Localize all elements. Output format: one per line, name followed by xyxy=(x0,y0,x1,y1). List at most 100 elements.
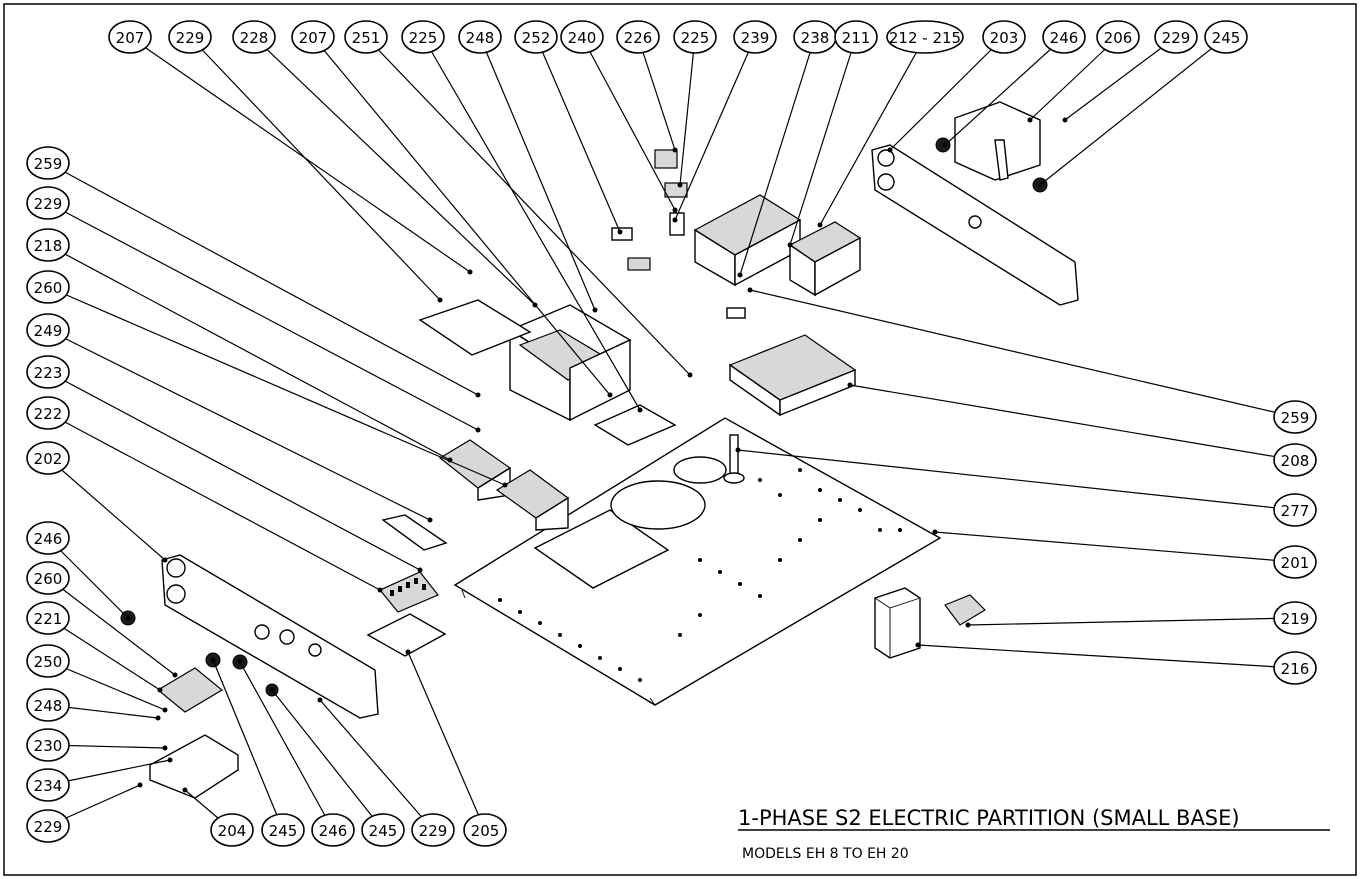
leader-line xyxy=(129,36,471,273)
balloon-ring xyxy=(458,20,502,54)
balloon-ring xyxy=(26,688,70,722)
part-number-label: 211 xyxy=(842,29,871,47)
mounting-hole xyxy=(718,570,722,574)
terminal-strip xyxy=(379,571,439,613)
part-number-label: 246 xyxy=(34,530,63,548)
balloon-ring xyxy=(886,20,964,54)
base-plate-holes xyxy=(498,468,902,682)
part-number-label: 216 xyxy=(1281,660,1310,678)
part-number-label: 260 xyxy=(34,279,63,297)
leader-arrowhead xyxy=(269,687,275,693)
part-number-label: 250 xyxy=(34,653,63,671)
part-balloon: 223 xyxy=(26,355,70,389)
part-number-label: 248 xyxy=(34,697,63,715)
mounting-hole xyxy=(618,667,622,671)
leader-arrowhead xyxy=(405,649,411,655)
parts-artwork xyxy=(120,101,1079,799)
part-number-label: 252 xyxy=(522,29,551,47)
leader-line xyxy=(47,660,166,711)
balloon-ring xyxy=(560,20,604,54)
mounting-hole xyxy=(898,528,902,532)
part-number-label: 246 xyxy=(1050,29,1079,47)
balloon-ring xyxy=(1096,20,1140,54)
balloon-ring xyxy=(261,813,305,847)
leader-arrowhead xyxy=(157,687,163,693)
balloon-ring xyxy=(108,20,152,54)
leader-line xyxy=(849,384,1296,461)
leader-arrowhead xyxy=(737,272,743,278)
part-number-label: 229 xyxy=(34,818,63,836)
leader-line xyxy=(1039,36,1227,186)
lower-terminal-strip xyxy=(156,667,224,713)
leader-line xyxy=(312,36,611,396)
balloon-ring xyxy=(26,601,70,635)
part-number-label: 202 xyxy=(34,450,63,468)
balloon-ring xyxy=(26,146,70,180)
leader-arrowhead xyxy=(475,427,481,433)
part-number-label: 228 xyxy=(240,29,269,47)
part-balloon: 203 xyxy=(982,20,1026,54)
leader-line xyxy=(789,36,857,246)
leader-arrowhead xyxy=(672,217,678,223)
balloon-ring xyxy=(1154,20,1198,54)
part-number-label: 208 xyxy=(1281,452,1310,470)
part-balloon: 228 xyxy=(232,20,276,54)
leader-line xyxy=(212,659,284,831)
part-balloon: 207 xyxy=(291,20,335,54)
leader-line xyxy=(47,617,161,691)
diagram-title: 1-PHASE S2 ELECTRIC PARTITION (SMALL BAS… xyxy=(738,806,1240,830)
part-number-label: 248 xyxy=(466,29,495,47)
part-number-label: 239 xyxy=(741,29,770,47)
leader-line xyxy=(739,36,816,276)
leader-line xyxy=(271,689,384,831)
leader-line xyxy=(47,162,479,396)
leader-arrowhead xyxy=(155,715,161,721)
balloon-ring xyxy=(1273,601,1317,635)
leader-arrowhead xyxy=(162,745,168,751)
balloon-ring xyxy=(834,20,878,54)
thermostat xyxy=(944,594,986,626)
small-components xyxy=(611,149,746,319)
leader-line xyxy=(944,36,1065,146)
leader-line xyxy=(47,371,421,571)
left-partition-panel xyxy=(161,554,379,719)
balloon-ring xyxy=(26,186,70,220)
balloon-ring xyxy=(463,813,507,847)
stud xyxy=(729,434,739,478)
leader-arrowhead xyxy=(1027,117,1033,123)
part-balloon: 234 xyxy=(26,768,70,802)
diagram-subtitle: MODELS EH 8 TO EH 20 xyxy=(742,846,909,862)
mounting-hole xyxy=(698,613,702,617)
leader-arrowhead xyxy=(747,287,753,293)
part-number-label: 229 xyxy=(1162,29,1191,47)
part-balloon: 211 xyxy=(834,20,878,54)
leader-arrowhead xyxy=(787,242,793,248)
balloon-ring xyxy=(733,20,777,54)
leader-arrowhead xyxy=(1037,182,1043,188)
part-balloon: 226 xyxy=(616,20,660,54)
part-balloon: 216 xyxy=(1273,651,1317,685)
part-balloon: 202 xyxy=(26,441,70,475)
part-balloon: 246 xyxy=(311,813,355,847)
leader-arrowhead xyxy=(592,307,598,313)
part-number-label: 212 - 215 xyxy=(889,29,961,47)
leader-line xyxy=(189,36,441,301)
leader-arrowhead xyxy=(237,659,243,665)
part-balloon: 229 xyxy=(411,813,455,847)
din-rail xyxy=(381,514,448,551)
lower-bracket xyxy=(149,734,239,799)
balloon-ring xyxy=(311,813,355,847)
leader-arrowhead xyxy=(672,207,678,213)
mounting-hole xyxy=(818,518,822,522)
leader-line xyxy=(239,661,334,831)
relay-block-lower xyxy=(495,469,570,531)
balloon-ring xyxy=(1204,20,1248,54)
balloon-ring xyxy=(26,521,70,555)
part-balloon: 205 xyxy=(463,813,507,847)
part-balloon: 251 xyxy=(344,20,388,54)
part-balloon: 222 xyxy=(26,396,70,430)
balloon-ring xyxy=(26,809,70,843)
balloon-ring xyxy=(26,768,70,802)
leader-arrowhead xyxy=(687,372,693,378)
part-balloon: 204 xyxy=(210,813,254,847)
